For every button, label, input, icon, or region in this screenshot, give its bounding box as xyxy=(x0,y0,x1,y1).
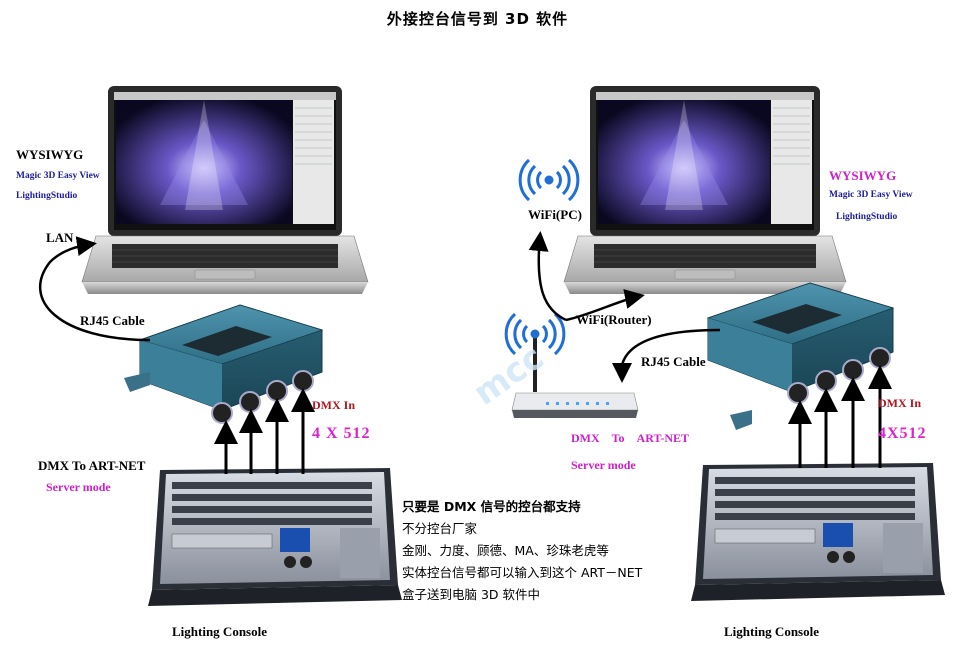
left-lighting-console xyxy=(148,468,402,606)
left-dmx-arrows xyxy=(214,388,315,474)
right-mode-title: DMX To ART-NET xyxy=(571,431,690,445)
wifi-router-icon xyxy=(504,312,566,356)
note-line-5: 盒子送到电脑 3D 软件中 xyxy=(402,587,541,602)
right-universes: 4X512 xyxy=(878,425,927,442)
right-console-label: Lighting Console xyxy=(724,624,819,639)
left-console-label: Lighting Console xyxy=(172,624,267,639)
right-artnet-box xyxy=(706,282,895,430)
note-line-4: 实体控台信号都可以输入到这个 ART－NET xyxy=(402,565,643,580)
compatibility-note: 只要是 DMX 信号的控台都支持 不分控台厂家 金刚、力度、顾德、MA、珍珠老虎… xyxy=(402,496,642,606)
right-software-1: WYSIWYG xyxy=(829,168,897,183)
left-artnet-box xyxy=(124,304,324,424)
right-cable-label: RJ45 Cable xyxy=(641,354,706,369)
right-laptop xyxy=(563,86,847,294)
left-software-3: LightingStudio xyxy=(16,191,78,201)
left-lan-label: LAN xyxy=(46,230,74,245)
left-lan-cable xyxy=(38,236,151,342)
left-laptop xyxy=(81,86,369,294)
wifi-pc-label: WiFi(PC) xyxy=(528,207,582,222)
left-dmx-in-label: DMX In xyxy=(312,398,356,412)
left-box-xlr-ports xyxy=(211,370,314,424)
left-software-2: Magic 3D Easy View xyxy=(16,171,100,181)
left-cable-label: RJ45 Cable xyxy=(80,313,145,328)
left-mode-title: DMX To ART-NET xyxy=(38,458,146,473)
right-software-3: LightingStudio xyxy=(836,212,898,222)
right-dmx-arrows xyxy=(788,365,892,468)
wifi-router xyxy=(511,338,639,418)
left-software-1: WYSIWYG xyxy=(16,147,84,162)
right-software-2: Magic 3D Easy View xyxy=(829,190,913,200)
right-lighting-console xyxy=(691,463,945,601)
left-universes: 4 X 512 xyxy=(312,425,371,442)
right-dmx-in-label: DMX In xyxy=(878,396,922,410)
wifi-router-label: WiFi(Router) xyxy=(576,312,652,327)
left-mode-sub: Server mode xyxy=(46,480,111,494)
note-line-1: 只要是 DMX 信号的控台都支持 xyxy=(402,499,581,514)
note-line-3: 金刚、力度、顾德、MA、珍珠老虎等 xyxy=(402,543,609,558)
note-line-2: 不分控台厂家 xyxy=(402,521,478,536)
page-title: 外接控台信号到 3D 软件 xyxy=(386,10,569,28)
wifi-pc-icon xyxy=(518,158,580,202)
right-rj45-cable xyxy=(612,328,721,383)
wifi-link-arrows xyxy=(528,231,645,322)
right-mode-sub: Server mode xyxy=(571,458,636,472)
